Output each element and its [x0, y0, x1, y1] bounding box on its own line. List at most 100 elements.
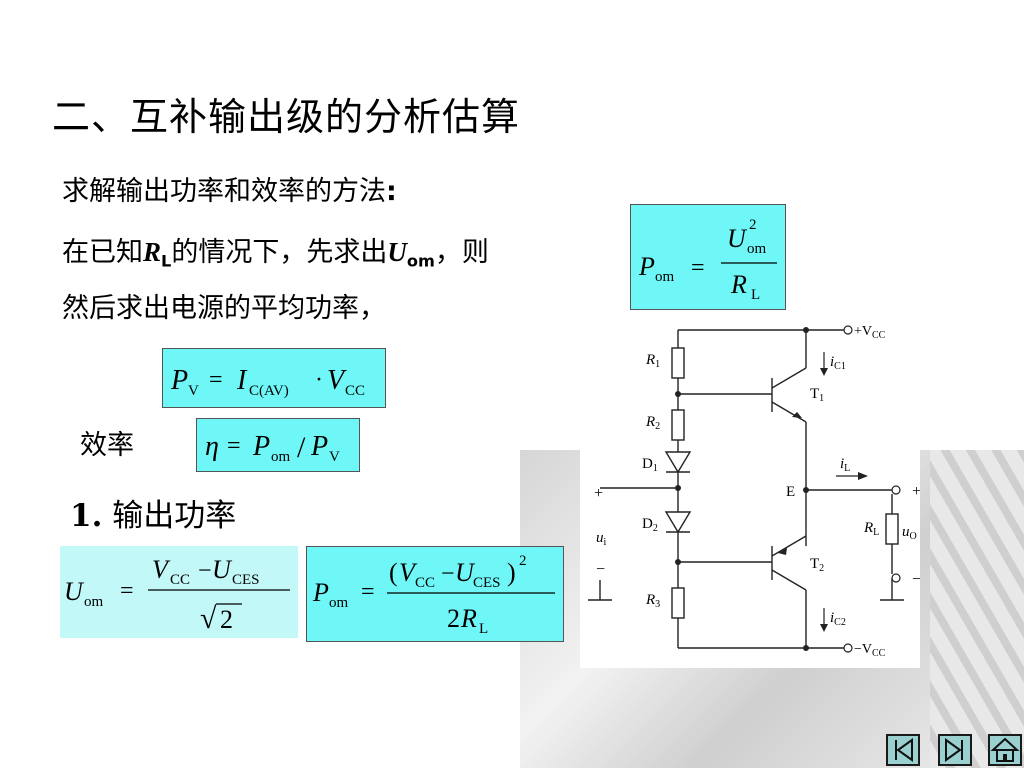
uom-sqrt: √	[200, 602, 217, 635]
eta-P: P	[252, 431, 270, 462]
ic2-arrow	[820, 624, 828, 632]
label-d1: D1	[642, 456, 658, 474]
uom-formula-svg: U om = V CC − U CES √ 2	[64, 555, 290, 635]
label-t2: T2	[810, 556, 824, 574]
label-uo: uO	[902, 524, 917, 542]
pom-CES: CES	[473, 575, 501, 591]
node-dot	[803, 487, 809, 493]
terminal-out-neg	[891, 573, 901, 583]
efficiency-label: 效率	[80, 430, 134, 461]
terminal-vcc-neg	[843, 643, 853, 653]
node-dot	[675, 559, 681, 565]
pv-P: P	[170, 365, 188, 396]
pom-ratio-P: P	[638, 252, 655, 281]
uom-CC: CC	[170, 572, 190, 588]
pom-ratio-sup: 2	[749, 217, 757, 233]
pom-ratio-eq: =	[691, 255, 705, 281]
pom-V: V	[399, 558, 418, 587]
pom-ratio-U: U	[727, 224, 748, 253]
resistor-r3	[671, 587, 685, 619]
section-heading: 1. 输出功率	[70, 498, 237, 534]
pom-ratio-om2: om	[747, 241, 767, 257]
circuit-svg: +VCC −VCC R1 R2 R3 RL D1 D2 T1 T2 iC1 iC…	[588, 324, 921, 659]
label-ic2: iC2	[830, 610, 846, 628]
uom-U: U	[64, 577, 85, 606]
home-icon	[990, 737, 1020, 762]
resistor-r1	[671, 347, 685, 379]
pv-V: V	[188, 383, 199, 399]
pom-ratio-L: L	[751, 287, 760, 303]
circuit-wires	[588, 329, 904, 649]
uom-two: 2	[220, 605, 233, 634]
label-ui: ui	[596, 530, 607, 548]
background-decoration-right	[930, 450, 1024, 768]
method-line-1: 求解输出功率和效率的方法:	[62, 176, 397, 207]
eta-eq: =	[227, 433, 241, 459]
eta-om: om	[271, 449, 291, 465]
node-dot	[803, 645, 809, 651]
pom-ratio-svg: P om = U 2 om R L	[638, 217, 777, 303]
eta-formula: η = P om / P V	[196, 418, 360, 472]
label-r3: R3	[645, 592, 660, 610]
uom-V: V	[152, 555, 171, 584]
pom-den-2: 2	[447, 604, 460, 633]
uom-minus: −	[198, 558, 212, 584]
pom-eq: =	[361, 579, 375, 605]
next-button[interactable]	[938, 734, 972, 766]
label-output-plus: +	[912, 483, 920, 500]
pom-ratio-om: om	[655, 269, 675, 285]
pom-formula: P om = ( V CC − U CES ) 2 2 R L	[306, 546, 564, 642]
pom-rparen: )	[507, 558, 516, 587]
pom-ratio-R: R	[730, 270, 747, 299]
pom-minus: −	[441, 561, 455, 587]
pv-formula: P V = I C(AV) · V CC	[162, 348, 386, 408]
eta-V: V	[329, 449, 340, 465]
label-vcc-pos: +VCC	[854, 324, 886, 341]
il-arrow	[858, 472, 868, 480]
pom-om: om	[329, 595, 349, 611]
ic1-arrow	[820, 368, 828, 376]
pom-U: U	[455, 558, 476, 587]
label-r1: R1	[645, 352, 660, 370]
pv-dot: ·	[315, 367, 323, 393]
eta-formula-svg: η = P om / P V	[205, 431, 340, 465]
pv-formula-svg: P V = I C(AV) · V CC	[170, 365, 365, 399]
pv-sub: C(AV)	[249, 383, 289, 399]
pom-R: R	[460, 604, 477, 633]
label-e: E	[786, 484, 795, 500]
uom-U2: U	[212, 555, 233, 584]
label-d2: D2	[642, 516, 658, 534]
method-line-3: 然后求出电源的平均功率，	[62, 293, 386, 324]
diode-d1	[664, 451, 692, 474]
uom-formula: U om = V CC − U CES √ 2	[60, 546, 298, 638]
pom-lparen: (	[389, 558, 398, 587]
t2-emitter-arrow	[778, 548, 787, 555]
label-ic1: iC1	[830, 354, 846, 372]
label-output-minus: −	[912, 571, 920, 588]
diode-d2	[664, 511, 692, 534]
pom-L: L	[479, 621, 488, 637]
t1-emitter-arrow	[792, 412, 802, 418]
pom-sup: 2	[519, 553, 527, 569]
home-button[interactable]	[988, 734, 1022, 766]
label-t1: T1	[810, 386, 824, 404]
pv-I: I	[236, 365, 248, 396]
pv-Vcc: V	[327, 365, 347, 396]
previous-icon	[895, 738, 913, 762]
label-input-plus: +	[594, 485, 603, 502]
node-dot	[675, 391, 681, 397]
label-r2: R2	[645, 414, 660, 432]
complementary-output-circuit: +VCC −VCC R1 R2 R3 RL D1 D2 T1 T2 iC1 iC…	[580, 318, 921, 668]
pom-formula-svg: P om = ( V CC − U CES ) 2 2 R L	[312, 553, 555, 637]
pom-ratio-formula: P om = U 2 om R L	[630, 204, 786, 310]
uom-CES: CES	[232, 572, 260, 588]
label-input-minus: −	[596, 561, 605, 578]
pom-P: P	[312, 578, 329, 607]
eta-P2: P	[310, 431, 328, 462]
label-il: iL	[840, 456, 850, 474]
pom-CC: CC	[415, 575, 435, 591]
node-dot	[675, 485, 681, 491]
terminal-out-pos	[891, 485, 901, 495]
uom-eq: =	[120, 578, 134, 604]
previous-button[interactable]	[886, 734, 920, 766]
